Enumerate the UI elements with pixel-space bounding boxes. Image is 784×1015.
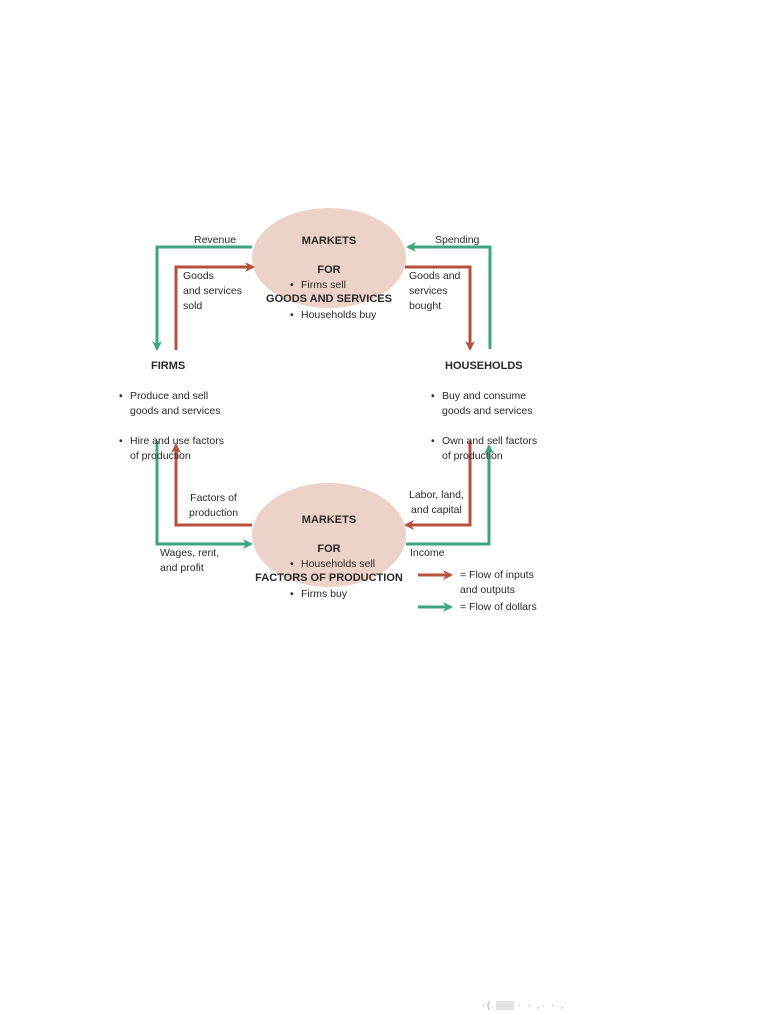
factors-of-production-label: Factors of production bbox=[189, 492, 239, 519]
firms-bullet-hire: Hire and use factors of production bbox=[117, 434, 257, 464]
labor-flow-arrow bbox=[404, 441, 472, 530]
goods-market-title-line-2: FOR bbox=[317, 263, 341, 276]
goods-market-title-line-3: GOODS AND SERVICES bbox=[266, 292, 392, 305]
footer-mark-right: · · ,· · , bbox=[518, 1000, 565, 1010]
factors-market-title-line-3: FACTORS OF PRODUCTION bbox=[255, 571, 403, 584]
footer-marks: ·( · · ,· · , bbox=[482, 1000, 565, 1011]
factors-market-title: MARKETS FOR FACTORS OF PRODUCTION bbox=[249, 498, 409, 600]
households-bullet-own: Own and sell factors of production bbox=[429, 434, 569, 464]
firms-bullet-produce: Produce and sell goods and services bbox=[117, 389, 257, 419]
factors-market-title-line-2: FOR bbox=[317, 542, 341, 555]
legend-dollars-text: = Flow of dollars bbox=[460, 601, 537, 613]
labor-land-capital-label: Labor, land, and capital bbox=[409, 489, 464, 516]
goods-bought-flow-arrow bbox=[405, 265, 475, 351]
households-title: HOUSEHOLDS bbox=[445, 360, 523, 372]
footer-mark-left: ·( bbox=[482, 1000, 492, 1010]
spending-flow-arrow bbox=[406, 242, 492, 349]
factors-market-bullet-firms-buy: Firms buy bbox=[288, 587, 375, 602]
households-bullets: Buy and consume goods and services Own a… bbox=[429, 374, 569, 479]
income-label: Income bbox=[410, 547, 445, 559]
income-flow-arrow bbox=[406, 444, 494, 546]
goods-bought-label: Goods and services bought bbox=[409, 270, 461, 312]
goods-market-title-line-1: MARKETS bbox=[301, 234, 357, 247]
wages-flow-arrow bbox=[155, 441, 253, 549]
factors-flow-arrow bbox=[171, 443, 252, 527]
goods-sold-label: Goods and services sold bbox=[183, 270, 242, 312]
goods-sold-flow-arrow bbox=[174, 262, 255, 350]
factors-market-title-line-1: MARKETS bbox=[301, 513, 357, 526]
legend-inputs-outputs-text: = Flow of inputs and outputs bbox=[460, 569, 534, 596]
goods-market-bullet-firms-sell: Firms sell bbox=[288, 278, 376, 293]
factors-market-bullet-households-sell: Households sell bbox=[288, 557, 375, 572]
footer-chip bbox=[496, 1001, 514, 1011]
goods-market-title: MARKETS FOR GOODS AND SERVICES bbox=[254, 219, 404, 321]
revenue-flow-arrow bbox=[152, 245, 252, 351]
households-bullet-buy: Buy and consume goods and services bbox=[429, 389, 569, 419]
wages-rent-profit-label: Wages, rent, and profit bbox=[160, 547, 220, 574]
factors-market-bullets: Households sell Firms buy bbox=[288, 542, 375, 617]
firms-bullets: Produce and sell goods and services Hire… bbox=[117, 374, 257, 479]
goods-market-bullet-households-buy: Households buy bbox=[288, 308, 376, 323]
goods-market-bullets: Firms sell Households buy bbox=[288, 263, 376, 338]
firms-title: FIRMS bbox=[151, 360, 186, 372]
spending-label: Spending bbox=[435, 234, 480, 246]
revenue-label: Revenue bbox=[194, 234, 237, 246]
